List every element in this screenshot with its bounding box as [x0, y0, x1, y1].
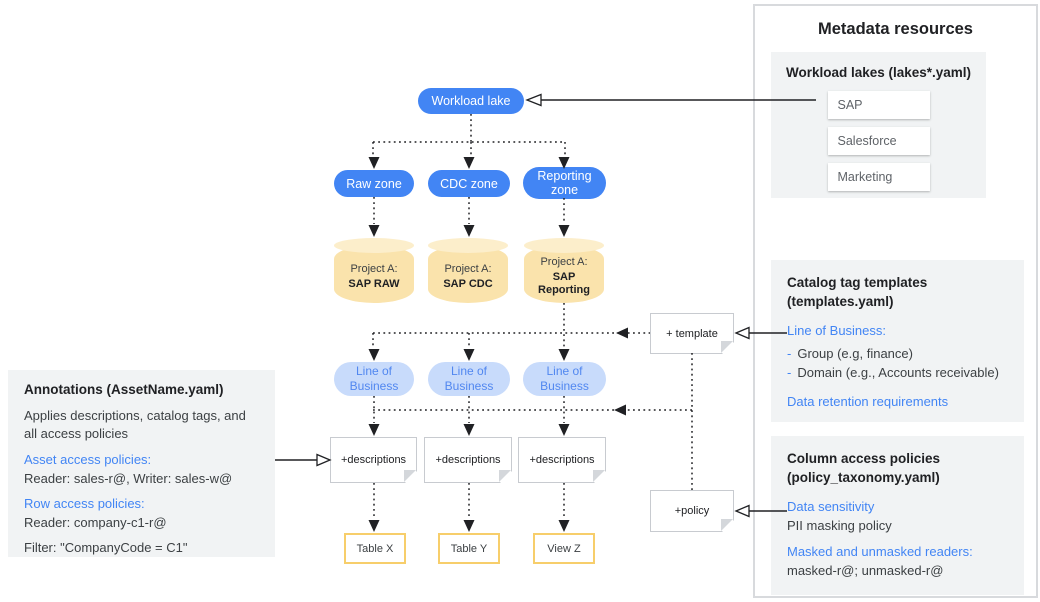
annotations-description: Applies descriptions, catalog tags, and … — [24, 408, 246, 441]
node-line-of-business-3: Line of Business — [523, 362, 606, 396]
line-of-business-heading: Line of Business: — [787, 323, 887, 338]
lob-bullet-group: - Group (e.g, finance) — [787, 344, 1008, 363]
lob-bullet-domain-text: Domain (e.g., Accounts receivable) — [797, 365, 999, 380]
masked-readers-heading: Masked and unmasked readers: — [787, 544, 973, 559]
column-access-policies-title: Column access policies (policy_taxonomy.… — [787, 451, 941, 485]
metadata-resources-panel: Metadata resources Workload lakes (lakes… — [753, 4, 1038, 598]
node-raw-zone: Raw zone — [334, 170, 414, 197]
cylinder-sap-raw: Project A: SAP RAW — [334, 238, 414, 303]
project-prefix: Project A: — [444, 262, 492, 275]
note-descriptions-1: +descriptions — [330, 437, 417, 483]
project-name: SAP CDC — [443, 277, 493, 290]
filter-value: Filter: "CompanyCode = C1" — [24, 540, 188, 555]
lob-bullet-domain: - Domain (e.g., Accounts receivable) — [787, 363, 1008, 382]
cylinder-top — [428, 238, 508, 253]
annotations-title: Annotations (AssetName.yaml) — [24, 382, 224, 397]
project-name: SAP RAW — [348, 277, 400, 290]
note-descriptions-2: +descriptions — [424, 437, 512, 483]
masked-readers-value: masked-r@; unmasked-r@ — [787, 563, 944, 578]
catalog-templates-title: Catalog tag templates (templates.yaml) — [787, 275, 928, 309]
catalog-tag-templates-box: Catalog tag templates (templates.yaml) L… — [771, 260, 1024, 422]
project-prefix: Project A: — [350, 262, 398, 275]
project-prefix: Project A: — [540, 256, 588, 268]
node-line-of-business-2: Line of Business — [428, 362, 510, 396]
node-cdc-zone: CDC zone — [428, 170, 510, 197]
column-access-policies-box: Column access policies (policy_taxonomy.… — [771, 436, 1024, 595]
note-template: + template — [650, 313, 734, 354]
node-view-z: View Z — [533, 533, 595, 564]
cylinder-top — [334, 238, 414, 253]
workload-lakes-box: Workload lakes (lakes*.yaml) SAP Salesfo… — [771, 52, 986, 198]
note-policy: +policy — [650, 490, 734, 532]
cylinder-body — [428, 245, 508, 303]
lake-item-marketing: Marketing — [827, 163, 930, 191]
note-descriptions-3: +descriptions — [518, 437, 606, 483]
project-name: SAP Reporting — [538, 271, 590, 296]
node-line-of-business-1: Line of Business — [334, 362, 414, 396]
workload-lakes-title: Workload lakes (lakes*.yaml) — [785, 65, 972, 80]
row-access-policies-heading: Row access policies: — [24, 496, 145, 511]
bullet-dash: - — [787, 346, 792, 361]
node-workload-lake: Workload lake — [418, 88, 524, 114]
data-retention-heading: Data retention requirements — [787, 394, 949, 409]
cylinder-body — [524, 245, 604, 303]
node-table-x: Table X — [344, 533, 406, 564]
node-table-y: Table Y — [438, 533, 500, 564]
metadata-panel-title: Metadata resources — [818, 20, 973, 38]
data-sensitivity-value: PII masking policy — [787, 518, 892, 533]
lake-item-sap: SAP — [827, 91, 930, 119]
lob-bullet-group-text: Group (e.g, finance) — [797, 346, 913, 361]
annotations-panel: Annotations (AssetName.yaml) Applies des… — [8, 370, 275, 557]
cylinder-sap-reporting: Project A: SAP Reporting — [524, 238, 604, 303]
bullet-dash: - — [787, 365, 792, 380]
cylinder-top — [524, 238, 604, 253]
data-sensitivity-heading: Data sensitivity — [787, 499, 875, 514]
node-reporting-zone: Reporting zone — [523, 167, 606, 199]
asset-access-policies-value: Reader: sales-r@, Writer: sales-w@ — [24, 471, 233, 486]
lake-item-salesforce: Salesforce — [827, 127, 930, 155]
cylinder-sap-cdc: Project A: SAP CDC — [428, 238, 508, 303]
asset-access-policies-heading: Asset access policies: — [24, 452, 152, 467]
row-access-policies-value: Reader: company-c1-r@ — [24, 515, 167, 530]
cylinder-body — [334, 245, 414, 303]
